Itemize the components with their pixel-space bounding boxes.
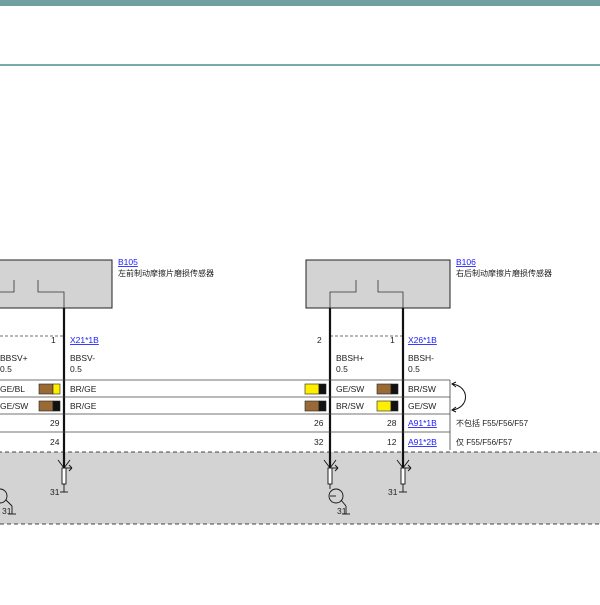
connector-right-pin-b: 1: [390, 335, 395, 345]
sensor-b105-desc: 左前制动摩擦片磨损传感器: [118, 268, 214, 278]
sensor-b105: B105 左前制动摩擦片磨损传感器: [0, 257, 214, 309]
ground-label-1: 31: [50, 487, 60, 497]
control-module-box: [0, 451, 600, 525]
signal-left-b-size: 0.5: [70, 364, 82, 374]
color-swatch-black: [318, 400, 327, 412]
title-bar: [0, 0, 600, 6]
header-divider: [0, 64, 600, 66]
pin-row3-p1: 29: [50, 418, 60, 428]
pin-row4-conn[interactable]: A91*2B: [408, 437, 437, 447]
pin-row4-note: 仅 F55/F56/F57: [456, 437, 513, 447]
color-swatch-black: [52, 400, 61, 412]
connector-right-name[interactable]: X26*1B: [408, 335, 437, 345]
connector-left-pin: 1: [51, 335, 56, 345]
connector-left-name[interactable]: X21*1B: [70, 335, 99, 345]
color-swatch-black: [390, 400, 399, 412]
ground-label-2: 31: [2, 506, 12, 516]
pin-row3-conn[interactable]: A91*1B: [408, 418, 437, 428]
sensor-b106: B106 右后制动摩擦片磨损传感器: [305, 257, 552, 309]
sensor-b106-id[interactable]: B106: [456, 257, 476, 267]
pin-row3-p2: 26: [314, 418, 324, 428]
wire-row1-c3: GE/SW: [336, 384, 364, 394]
ground-label-3: 31: [337, 506, 347, 516]
wire-row1-c4: BR/SW: [408, 384, 436, 394]
color-swatch-black: [390, 383, 399, 395]
ground-symbol-right-a: [323, 459, 350, 515]
ground-label-4: 31: [388, 487, 398, 497]
signal-right-a: BBSH+: [336, 353, 364, 363]
wire-row1-c2: BR/GE: [70, 384, 97, 394]
pin-row3-p3: 28: [387, 418, 397, 428]
sensor-b106-desc: 右后制动摩擦片磨损传感器: [456, 268, 552, 278]
sensor-b105-id[interactable]: B105: [118, 257, 138, 267]
twisted-pair-arc: [451, 383, 466, 411]
color-swatch-brown: [376, 383, 392, 395]
ground-symbol-left: [57, 459, 73, 493]
wire-row2-c1: GE/SW: [0, 401, 28, 411]
pin-row4-p2: 32: [314, 437, 324, 447]
pin-row3-note: 不包括 F55/F56/F57: [456, 418, 529, 428]
signal-right-a-size: 0.5: [336, 364, 348, 374]
wire-row1-c1: GE/BL: [0, 384, 25, 394]
ground-symbol-right-b: [396, 459, 412, 493]
wire-table: [0, 379, 451, 450]
wire-row2-c4: GE/SW: [408, 401, 436, 411]
color-swatch-yellow: [376, 400, 392, 412]
signal-left-a: BBSV+: [0, 353, 28, 363]
transistor-symbol-left: [0, 488, 16, 515]
color-swatch-brown: [38, 400, 54, 412]
signal-right-b: BBSH-: [408, 353, 434, 363]
color-swatch-black: [318, 383, 327, 395]
color-swatch-yellow: [52, 383, 61, 395]
color-swatch-brown: [38, 383, 54, 395]
color-swatch-brown: [304, 400, 320, 412]
pin-row4-p3: 12: [387, 437, 397, 447]
signal-right-b-size: 0.5: [408, 364, 420, 374]
signal-left-b: BBSV-: [70, 353, 95, 363]
sensor-b105-box: [0, 259, 113, 309]
wire-row2-c2: BR/GE: [70, 401, 97, 411]
color-swatch-yellow: [304, 383, 320, 395]
wire-row2-c3: BR/SW: [336, 401, 364, 411]
signal-left-a-size: 0.5: [0, 364, 12, 374]
connector-right-pin-a: 2: [317, 335, 322, 345]
pin-row4-p1: 24: [50, 437, 60, 447]
